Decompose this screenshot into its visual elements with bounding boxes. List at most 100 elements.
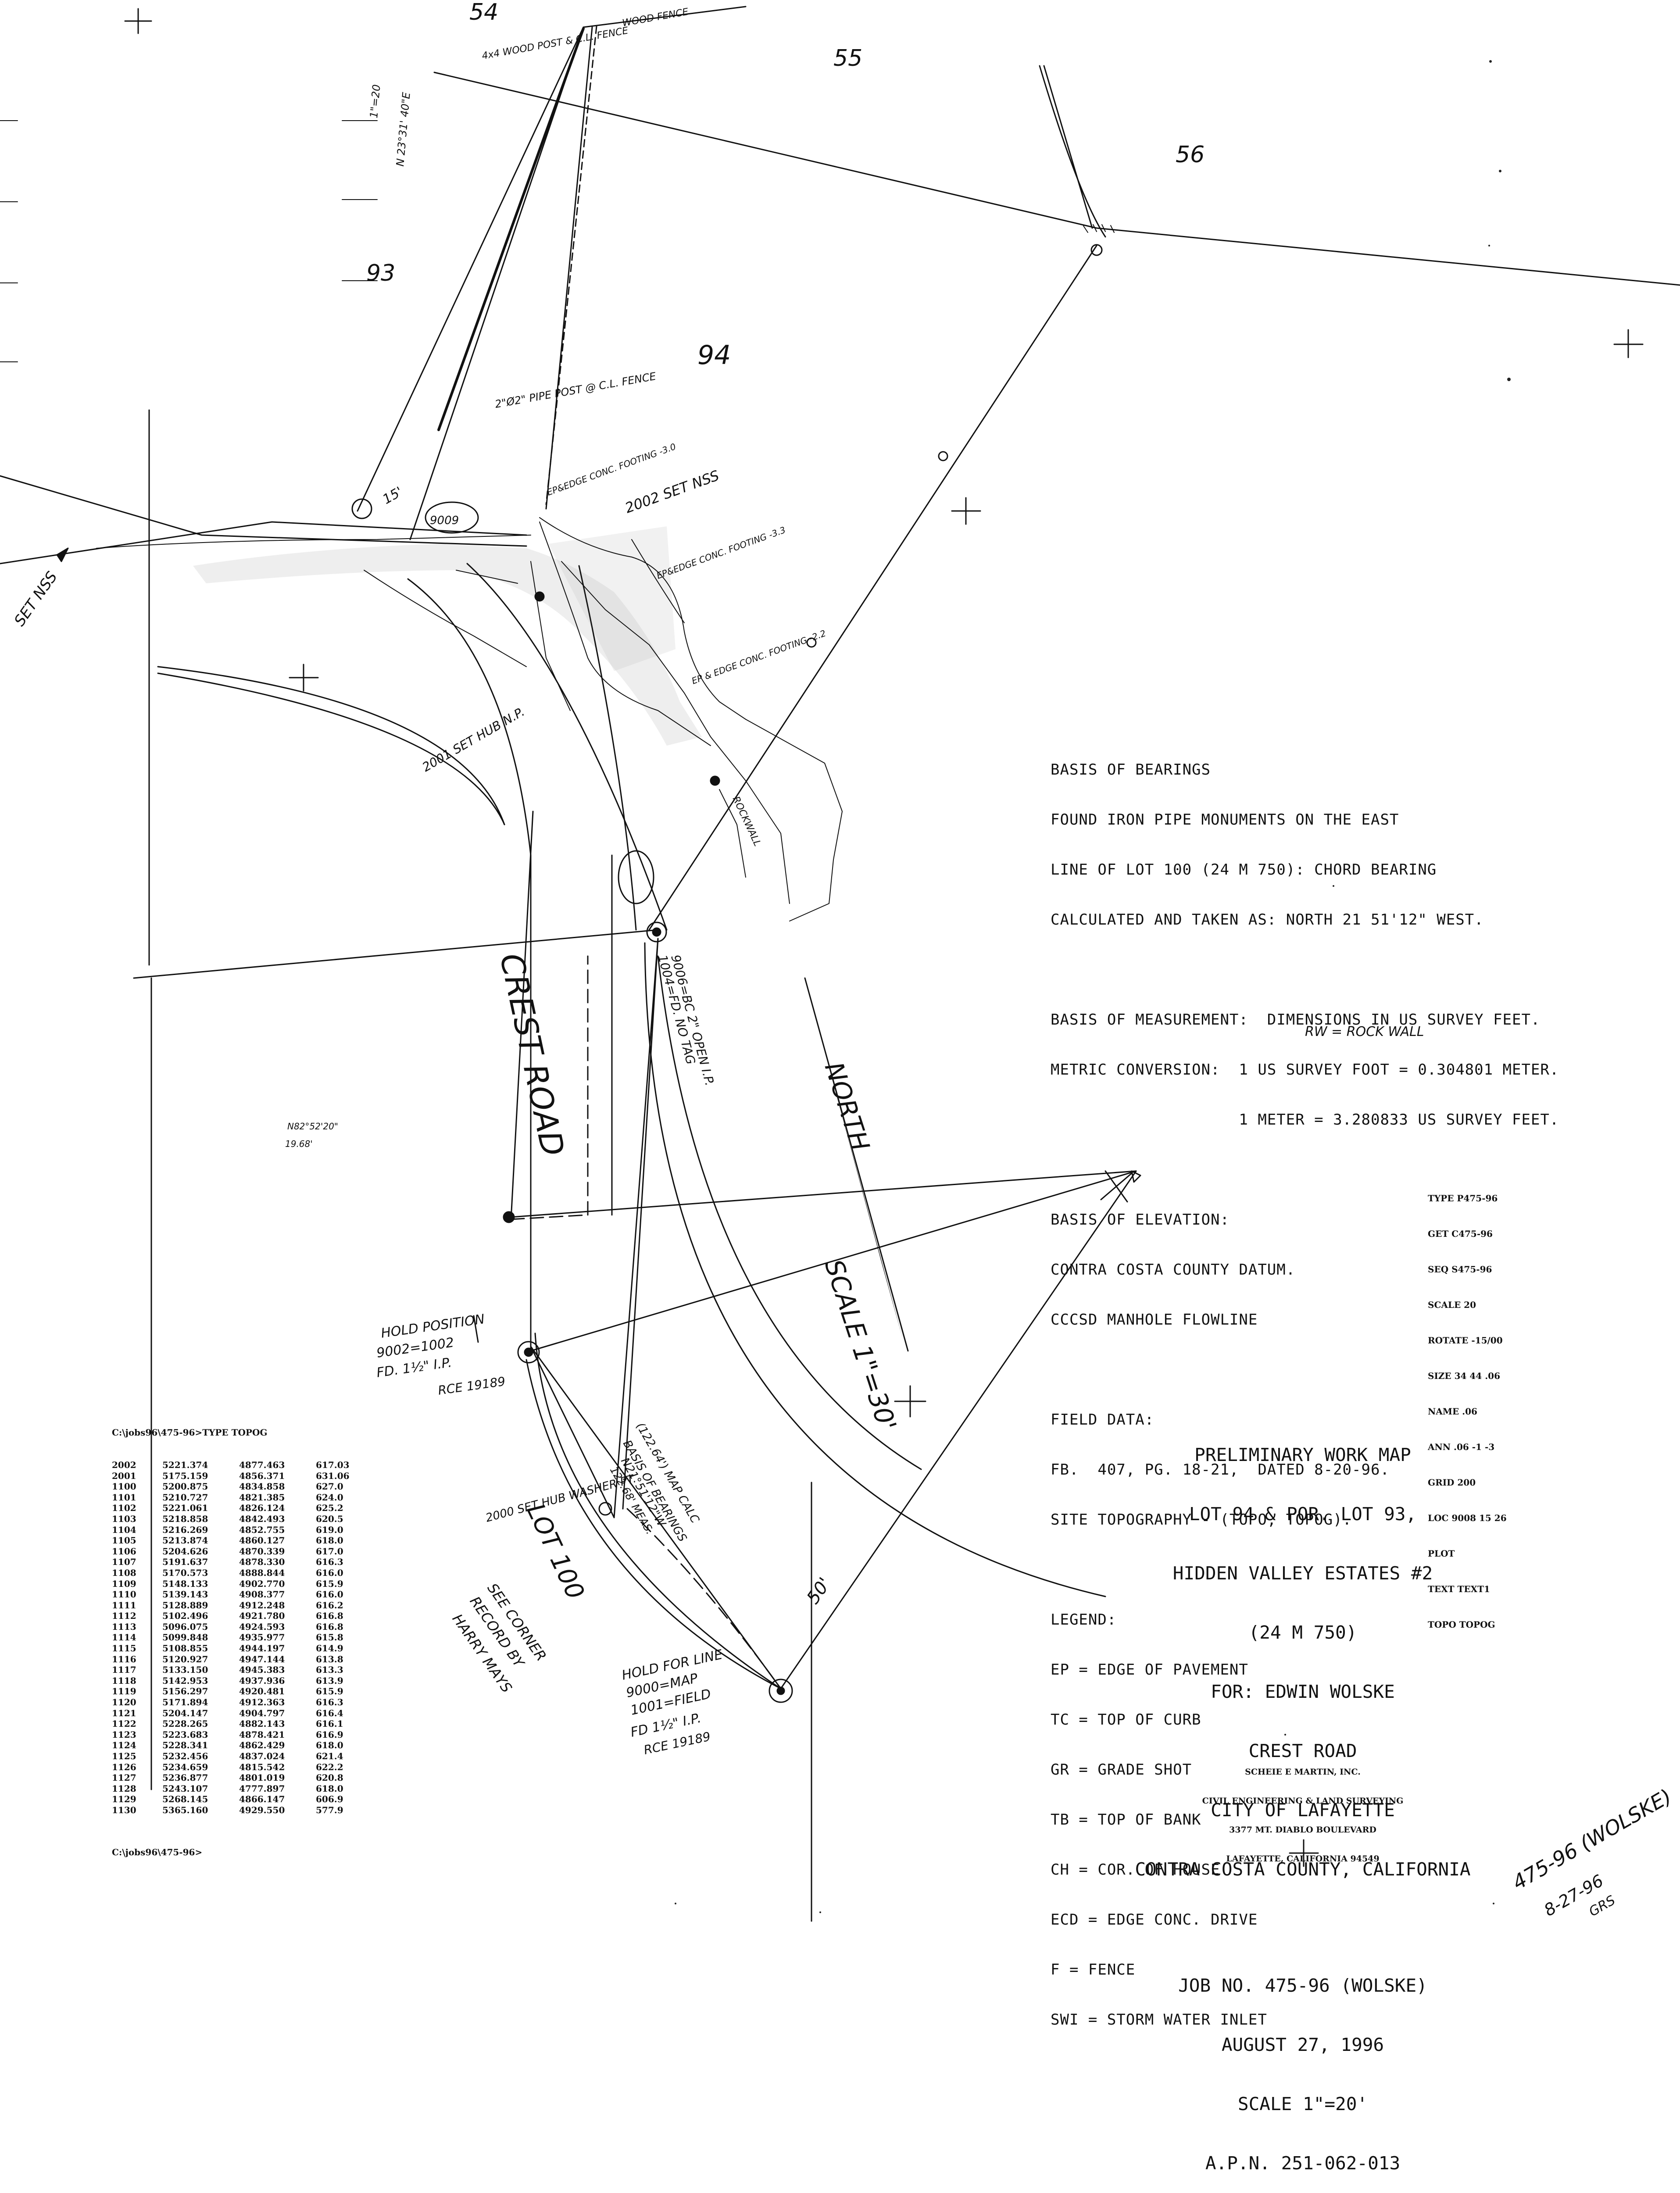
point-id: 1112 <box>112 1611 136 1622</box>
point-id: 1104 <box>112 1524 136 1535</box>
label-9009: 9009 <box>430 514 459 527</box>
title-line: FOR: EDWIN WOLSKE <box>1211 1681 1395 1702</box>
point-id: 1115 <box>112 1643 136 1654</box>
command-line: NAME .06 <box>1428 1406 1477 1417</box>
job-line: JOB NO. 475-96 (WOLSKE) <box>1178 1975 1427 1996</box>
northing: 5120.927 <box>162 1654 208 1664</box>
basis-notes: BASIS OF BEARINGS FOUND IRON PIPE MONUME… <box>1051 728 1634 2045</box>
field-line-3: SITE TOPOGRAPHY - (TOPO, TOPOG). <box>1051 1511 1352 1529</box>
elevation: 625.2 <box>316 1503 343 1514</box>
easting: 4842.493 <box>239 1513 285 1524</box>
firm-line: LAFAYETTE, CALIFORNIA 94549 <box>1226 1854 1380 1864</box>
legend-item: TB = TOP OF BANK <box>1051 1811 1201 1829</box>
easting: 4852.755 <box>239 1524 285 1535</box>
northing: 5156.297 <box>162 1686 208 1697</box>
northing: 5200.875 <box>162 1481 208 1492</box>
wood-fence-label: WOOD FENCE <box>622 7 690 29</box>
elevation: 613.3 <box>316 1664 343 1675</box>
elevation: 620.8 <box>316 1772 343 1783</box>
northing: 5096.075 <box>162 1621 208 1632</box>
easting: 4882.143 <box>239 1718 285 1729</box>
title-line: LOT 94 & POR. LOT 93, <box>1189 1504 1417 1525</box>
north-arrow <box>804 977 909 1352</box>
command-line: ANN .06 -1 -3 <box>1428 1442 1495 1452</box>
legend-item: EP = EDGE OF PAVEMENT <box>1051 1661 1248 1679</box>
legend-item: GR = GRADE SHOT <box>1051 1761 1192 1779</box>
set-hub-2001-label: 2001 SET HUB N.P. <box>420 704 527 775</box>
easting: 4862.429 <box>239 1740 285 1751</box>
easting: 4870.339 <box>239 1546 285 1557</box>
easting: 4821.385 <box>239 1492 285 1503</box>
point-id: 1109 <box>112 1578 136 1589</box>
elevation: 617.0 <box>316 1546 343 1557</box>
elevation: 616.8 <box>316 1621 343 1632</box>
easting: 4877.463 <box>239 1459 285 1470</box>
northing: 5108.855 <box>162 1643 208 1654</box>
command-line: SIZE 34 44 .06 <box>1428 1371 1500 1381</box>
elevation: 577.9 <box>316 1804 343 1815</box>
northing: 5139.143 <box>162 1589 208 1600</box>
point-id: 1120 <box>112 1697 136 1708</box>
easting: 4924.593 <box>239 1621 285 1632</box>
northing: 5099.848 <box>162 1632 208 1643</box>
firm-line: CIVIL ENGINEERING & LAND SURVEYING <box>1202 1796 1404 1806</box>
elevation: 616.2 <box>316 1600 343 1611</box>
point-id: 1121 <box>112 1707 136 1718</box>
easting: 4902.770 <box>239 1578 285 1589</box>
bearings-line-1: FOUND IRON PIPE MONUMENTS ON THE EAST <box>1051 811 1399 829</box>
point-id: 1122 <box>112 1718 136 1729</box>
measurement-line-3: 1 METER = 3.280833 US SURVEY FEET. <box>1051 1111 1559 1129</box>
points-header: C:\jobs96\475-96>TYPE TOPOG <box>112 1427 268 1438</box>
point-id: 1128 <box>112 1783 136 1794</box>
lot-54-label: 54 <box>469 0 498 25</box>
northing: 5232.456 <box>162 1751 208 1761</box>
elevation: 616.4 <box>316 1707 343 1718</box>
title-line: CITY OF LAFAYETTE <box>1211 1800 1395 1821</box>
point-id: 1110 <box>112 1589 136 1600</box>
points-footer: C:\jobs96\475-96> <box>112 1847 203 1857</box>
easting: 4834.858 <box>239 1481 285 1492</box>
elevation: 618.0 <box>316 1740 343 1751</box>
command-line: ROTATE -15/00 <box>1428 1335 1503 1346</box>
north-label: NORTH <box>819 1058 876 1154</box>
field-line-2: FB. 407, PG. 18-21, DATED 8-20-96. <box>1051 1461 1390 1479</box>
easting: 4937.936 <box>239 1675 285 1686</box>
ep-footing-2-label: EP&EDGE CONC. FOOTING -3.3 <box>655 525 787 581</box>
firm-line: SCHEIE E MARTIN, INC. <box>1245 1767 1361 1777</box>
elevation: 616.0 <box>316 1567 343 1578</box>
northing: 5365.160 <box>162 1804 208 1815</box>
ep-footing-3-label: EP & EDGE CONC. FOOTING -2.2 <box>690 628 828 686</box>
easting: 4908.377 <box>239 1589 285 1600</box>
bearings-title: BASIS OF BEARINGS <box>1051 761 1211 779</box>
point-id: 1116 <box>112 1654 136 1664</box>
point-id: 1119 <box>112 1686 136 1697</box>
registration-marks <box>124 8 1644 1867</box>
lot-55-label: 55 <box>833 45 862 71</box>
northing: 5204.147 <box>162 1707 208 1718</box>
elevation: 616.3 <box>316 1557 343 1568</box>
legend-item: CH = COR. OF HOUSE <box>1051 1861 1220 1879</box>
table-row: 1113 5096.075 4924.593 616.8 <box>112 1622 355 1632</box>
northing: 5228.265 <box>162 1718 208 1729</box>
elevation: 615.8 <box>316 1632 343 1643</box>
legend-item: ECD = EDGE CONC. DRIVE <box>1051 1911 1258 1929</box>
easting: 4866.147 <box>239 1794 285 1805</box>
easting: 4912.248 <box>239 1600 285 1611</box>
easting: 4944.197 <box>239 1643 285 1654</box>
point-id: 1113 <box>112 1621 136 1632</box>
elevation: 615.9 <box>316 1686 343 1697</box>
northing: 5236.877 <box>162 1772 208 1783</box>
topo-lines <box>96 517 843 921</box>
